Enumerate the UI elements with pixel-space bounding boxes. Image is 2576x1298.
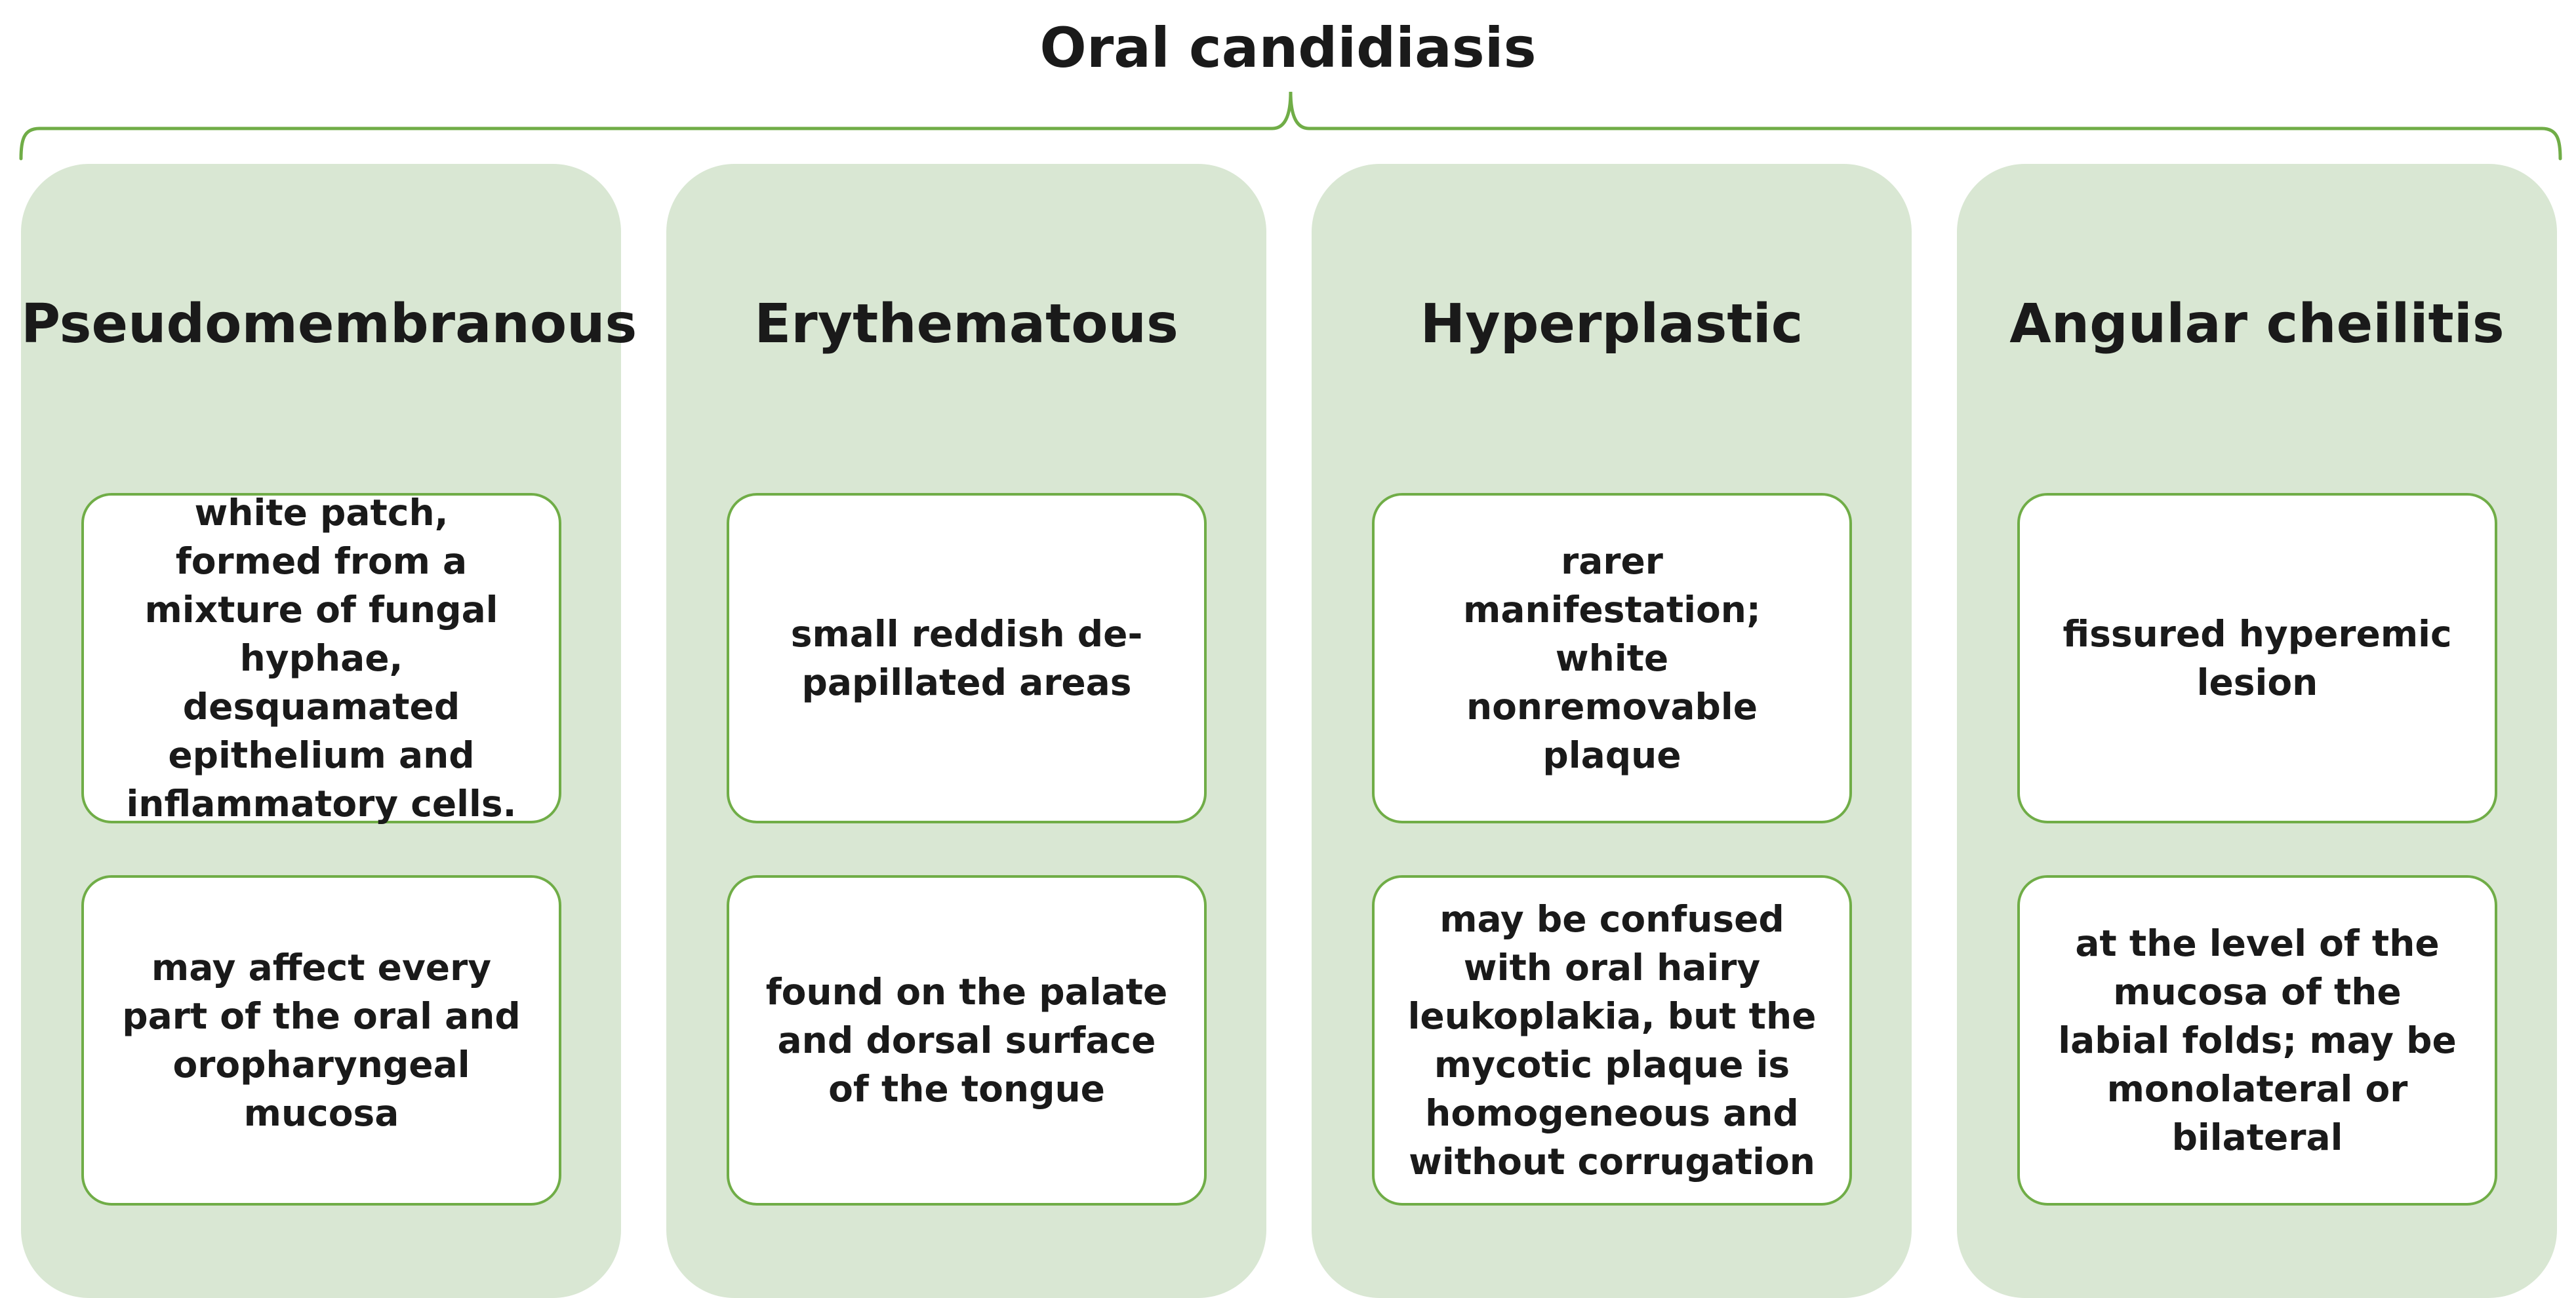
column-heading: Pseudomembranous — [21, 293, 637, 355]
description-card: rarer manifestation; white nonremovable … — [1372, 493, 1852, 823]
grouping-brace — [19, 91, 2562, 161]
column-pseudomembranous: Pseudomembranous white patch, formed fro… — [21, 164, 637, 1298]
column-heading: Erythematous — [754, 293, 1178, 355]
column-heading: Hyperplastic — [1420, 293, 1803, 355]
description-card: found on the palate and dorsal surface o… — [727, 875, 1207, 1206]
description-card: small reddish de-papillated areas — [727, 493, 1207, 823]
description-card: white patch, formed from a mixture of fu… — [81, 492, 561, 825]
description-card: at the level of the mucosa of the labial… — [2017, 875, 2497, 1206]
description-card: fissured hyperemic lesion — [2017, 493, 2497, 823]
diagram-title: Oral candidiasis — [1039, 16, 1537, 80]
description-card: may affect every part of the oral and or… — [81, 875, 561, 1206]
description-card: may be confused with oral hairy leukopla… — [1372, 875, 1852, 1206]
grouping-brace-line — [19, 91, 2562, 161]
column-hyperplastic: Hyperplastic rarer manifestation; white … — [1312, 164, 1912, 1298]
column-erythematous: Erythematous small reddish de-papillated… — [666, 164, 1266, 1298]
column-angular-cheilitis: Angular cheilitis fissured hyperemic les… — [1957, 164, 2557, 1298]
column-heading: Angular cheilitis — [2009, 293, 2505, 355]
